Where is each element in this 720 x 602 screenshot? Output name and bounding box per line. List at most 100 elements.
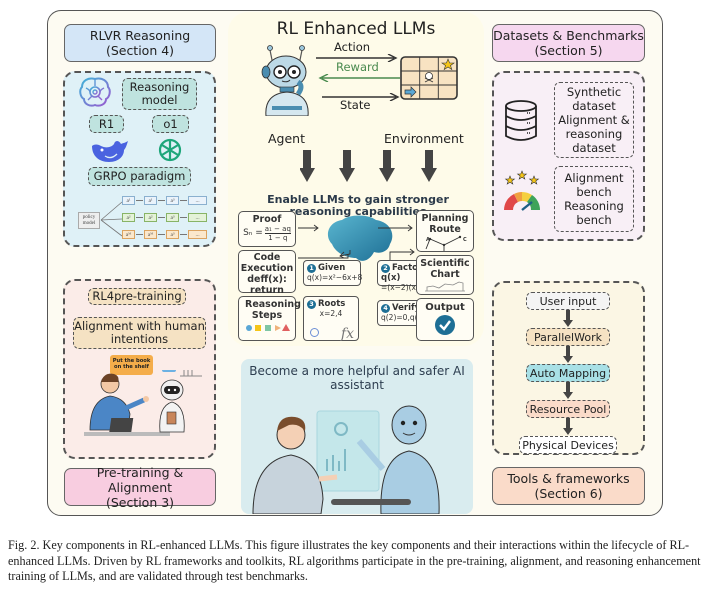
- pretraining-title-text: Pre-training & Alignment: [96, 464, 184, 495]
- reasoning-model-pill: Reasoning model: [122, 78, 197, 110]
- tools-flow-arrow: [562, 382, 574, 404]
- rollout-arrow: [180, 217, 187, 218]
- datasets-title: Datasets & Benchmarks (Section 5): [492, 24, 645, 62]
- rollout-cell: a²: [122, 213, 135, 222]
- reasoning-step-body: q(x)=x²−6x+8: [307, 273, 363, 282]
- rollout-arrow: [158, 234, 165, 235]
- speech-bubble: Put the book on the shelf: [110, 355, 153, 375]
- assistant-illustration-panel: Become a more helpful and safer AI assis…: [241, 359, 473, 514]
- human-robot-illustration: [84, 370, 202, 436]
- route-point-a: A: [426, 237, 430, 243]
- reward-arrow: [318, 74, 400, 82]
- policy-model-label: policy model: [82, 215, 96, 226]
- rl-enhanced-title-text: RL Enhanced LLMs: [276, 19, 436, 39]
- planning-route-box: Planning Route A C: [416, 210, 474, 252]
- bench-label: Alignment bench Reasoning bench: [564, 171, 624, 227]
- action-arrow: [316, 54, 398, 62]
- speech-text: Put the book on the shelf: [112, 358, 151, 370]
- reward-label: Reward: [336, 60, 379, 74]
- rl-enhanced-title: RL Enhanced LLMs: [228, 19, 484, 39]
- rollout-cell: ...: [188, 213, 207, 222]
- proof-label: Proof: [252, 214, 282, 225]
- proof-numerator: a₁ − aq: [264, 225, 291, 234]
- rollout-cell: aᴹ: [144, 230, 157, 239]
- bench-pill: Alignment bench Reasoning bench: [554, 166, 634, 232]
- model-r1-label: R1: [98, 116, 115, 131]
- scientific-chart-box: Scientific Chart: [416, 255, 474, 295]
- rollout-arrow: [180, 200, 187, 201]
- proof-formula: Sₙ = a₁ − aq 1 − q: [239, 225, 295, 242]
- code-line-2: Execution: [240, 263, 294, 274]
- rlvr-title: RLVR Reasoning (Section 4): [64, 24, 216, 62]
- step-number-badge: 1: [307, 264, 316, 273]
- rollout-cell: a³: [166, 230, 179, 239]
- action-label: Action: [334, 40, 370, 54]
- model-o1-pill: o1: [152, 115, 189, 133]
- step-title-text: Verify:: [392, 303, 424, 313]
- state-label: State: [340, 98, 370, 112]
- pretraining-title: Pre-training & Alignment (Section 3): [64, 464, 216, 510]
- step-number-badge: 3: [307, 300, 316, 309]
- reasoning-title-text: Enable LLMs to gain stronger reasoning c…: [267, 193, 449, 218]
- tools-flow-step: Resource Pool: [526, 400, 610, 418]
- down-arrows: [300, 150, 437, 182]
- datasets-section: (Section 5): [534, 43, 603, 58]
- tools-flow-arrow: [562, 346, 574, 368]
- policy-model-box: policy model: [78, 212, 100, 229]
- step-number-badge: 2: [381, 264, 390, 273]
- environment-label: Environment: [384, 131, 464, 146]
- pretraining-section: (Section 3): [105, 494, 175, 510]
- rl4pretraining-pill: RL4pre-training: [88, 288, 186, 305]
- step-title-text: Factor q(x): [381, 263, 423, 283]
- whale-icon: [92, 141, 128, 162]
- state-arrow: [322, 93, 400, 101]
- dataset-label: Synthetic dataset Alignment & reasoning …: [558, 85, 630, 155]
- action-text: Action: [334, 40, 371, 54]
- figure-caption-text: Fig. 2. Key components in RL-enhanced LL…: [8, 538, 701, 583]
- agent-label: Agent: [268, 131, 305, 146]
- tools-title: Tools & frameworks (Section 6): [492, 467, 645, 505]
- agent-robot-icon: [261, 45, 309, 116]
- rollout-arrow: [158, 217, 165, 218]
- datasets-panel: [492, 71, 645, 241]
- reasoning-title: Enable LLMs to gain stronger reasoning c…: [238, 194, 478, 218]
- rollout-arrow: [136, 234, 143, 235]
- rollout-cell: ...: [188, 230, 207, 239]
- proof-denominator: 1 − q: [268, 234, 288, 242]
- proof-lhs: Sₙ =: [243, 228, 263, 238]
- rollout-cell: aᴹ: [122, 230, 135, 239]
- steps-icons: [246, 324, 290, 331]
- database-icon: [505, 100, 537, 141]
- environment-text: Environment: [384, 131, 464, 146]
- rollout-cell: ...: [188, 196, 207, 205]
- step-title-text: Given: [318, 263, 346, 273]
- reasoning-steps-box: Reasoning Steps: [238, 296, 301, 341]
- step-title-text: Roots: [318, 299, 346, 309]
- grpo-paradigm-pill: GRPO paradigm: [88, 167, 191, 186]
- code-execution-box: Code Execution deff(x): return x+2: [238, 250, 296, 307]
- benchmark-gauge-icon: [504, 170, 540, 211]
- route-icon: A C: [425, 235, 467, 251]
- rollout-cell: a¹: [144, 196, 157, 205]
- rlvr-title-text: RLVR Reasoning: [89, 28, 191, 43]
- output-box: Output: [416, 298, 474, 341]
- rollout-arrow: [136, 217, 143, 218]
- grpo-paradigm-label: GRPO paradigm: [93, 169, 186, 183]
- tools-flow-step: Auto Mapping: [526, 364, 610, 382]
- rl4pretraining-label: RL4pre-training: [92, 289, 182, 303]
- code-line-1: Code: [253, 252, 281, 263]
- reward-text: Reward: [336, 60, 379, 74]
- rollout-cell: a²: [144, 213, 157, 222]
- model-o1-label: o1: [163, 116, 178, 131]
- lightbulb-icon: [310, 328, 319, 337]
- rollout-arrow: [158, 200, 165, 201]
- scientific-chart-label: Scientific Chart: [420, 258, 470, 280]
- dataset-pill: Synthetic dataset Alignment & reasoning …: [554, 82, 634, 158]
- tools-title-text: Tools & frameworks: [507, 471, 630, 486]
- figure-caption: Fig. 2. Key components in RL-enhanced LL…: [8, 538, 712, 585]
